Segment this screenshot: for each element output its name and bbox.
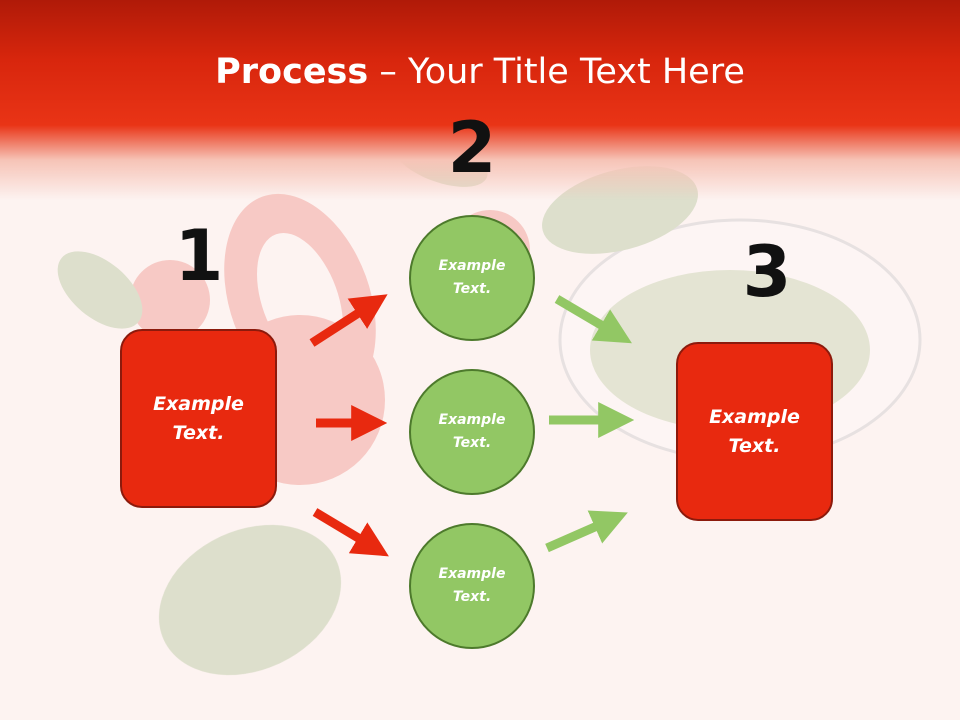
- step-2-circle-top: Example Text.: [409, 215, 535, 341]
- slide-title: Process – Your Title Text Here: [0, 52, 960, 92]
- circle-middle-text: Example Text.: [438, 412, 506, 451]
- arrow-red-down: [312, 508, 389, 557]
- step-number-3: 3: [742, 231, 792, 313]
- step-number-2: 2: [447, 107, 497, 189]
- circle-top-text: Example Text.: [438, 258, 506, 297]
- title-rest: – Your Title Text Here: [368, 52, 745, 92]
- step-1-box: Example Text.: [120, 329, 277, 508]
- arrow-green-down: [554, 295, 632, 344]
- arrow-red-up: [309, 294, 388, 347]
- arrow-green-up: [545, 510, 628, 553]
- circle-bottom-text: Example Text.: [438, 566, 506, 605]
- step-3-box: Example Text.: [676, 342, 833, 521]
- step-2-circle-middle: Example Text.: [409, 369, 535, 495]
- step-1-text: Example Text.: [153, 392, 244, 444]
- step-2-circle-bottom: Example Text.: [409, 523, 535, 649]
- step-number-1: 1: [174, 215, 224, 297]
- title-strong: Process: [215, 52, 369, 92]
- step-3-text: Example Text.: [709, 405, 800, 457]
- title-banner: [0, 0, 960, 200]
